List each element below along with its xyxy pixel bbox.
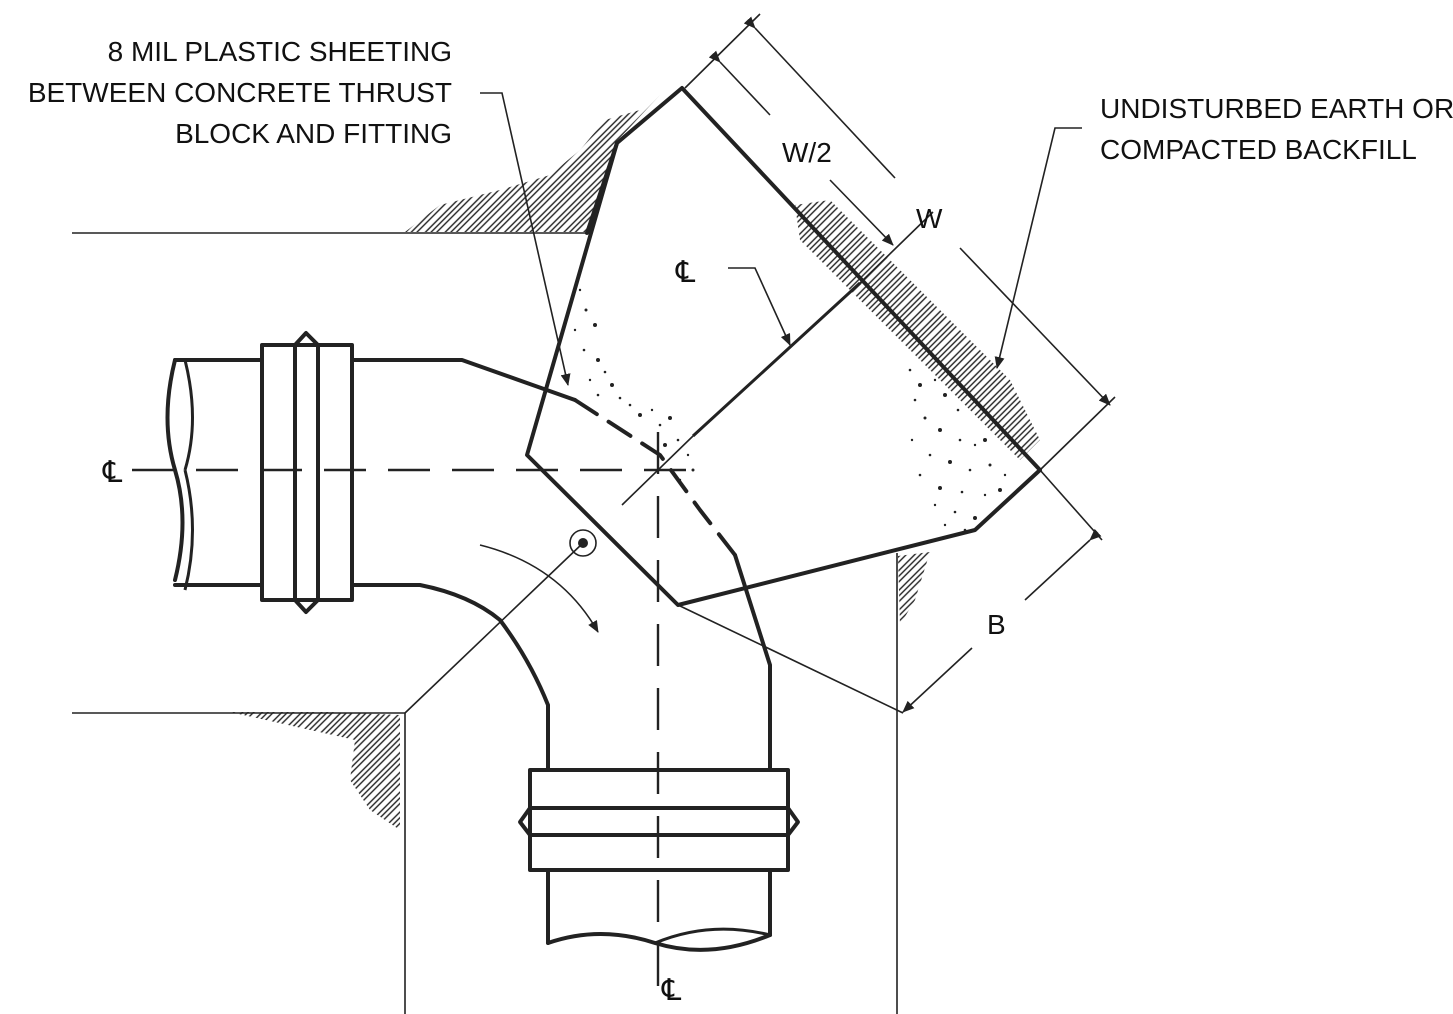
center-lines [132,281,862,995]
plastic-label-line2: BETWEEN CONCRETE THRUST [28,77,452,108]
plastic-sheeting-callout: 8 MIL PLASTIC SHEETING BETWEEN CONCRETE … [28,36,571,386]
concrete-thrust-block [525,86,1042,607]
centerline-leader [728,267,791,346]
earth-label-line1: UNDISTURBED EARTH OR [1100,93,1453,124]
plastic-sheeting-line [573,398,737,557]
trench-walls [72,232,898,1014]
thrust-direction-arrow [404,529,599,714]
centerline-symbol-horizontal: ℄ [102,455,122,490]
earth-callout: UNDISTURBED EARTH OR COMPACTED BACKFILL [994,93,1453,369]
soil-hatching [230,95,1040,830]
concrete-stipple [573,288,1007,532]
centerline-symbol-block: ℄ [675,255,695,290]
plastic-label-line1: 8 MIL PLASTIC SHEETING [108,36,452,67]
plastic-label-line3: BLOCK AND FITTING [175,118,452,149]
centerline-symbol-vertical: ℄ [661,973,681,1008]
dimension-label-width: W [916,203,943,234]
earth-label-line2: COMPACTED BACKFILL [1100,134,1417,165]
dimension-label-bearing: B [987,609,1006,640]
dimension-label-half-width: W/2 [782,137,832,168]
dimension-lines [677,13,1116,714]
